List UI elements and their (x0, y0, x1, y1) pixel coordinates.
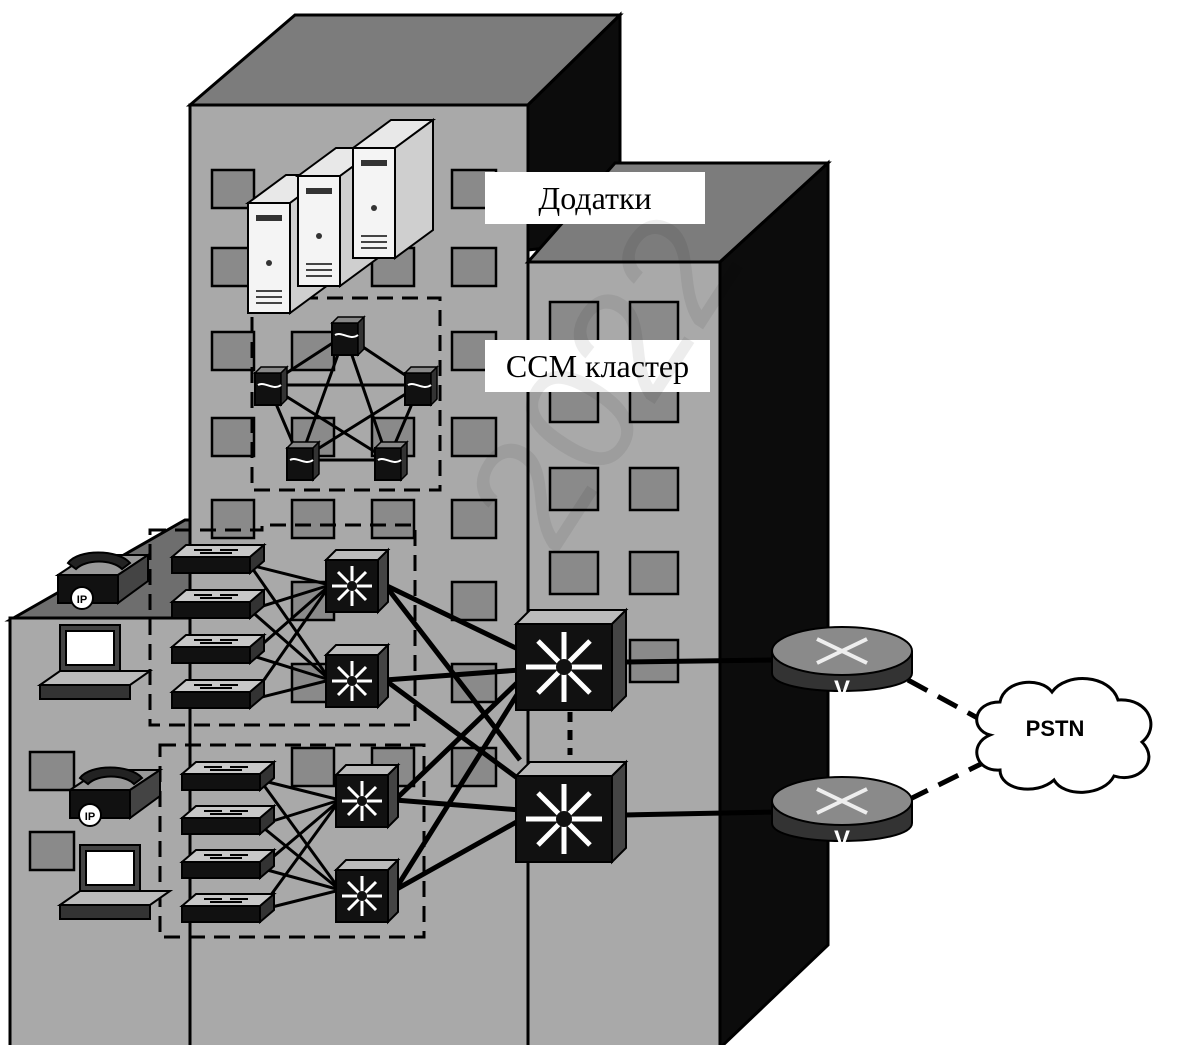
core-multilayer-switch-icon (516, 762, 626, 862)
multilayer-switch-icon (336, 765, 398, 827)
router-badge: V (834, 826, 850, 853)
workgroup-switch-icon (172, 545, 264, 573)
applications-label: Додатки (485, 172, 705, 224)
workgroup-switch-icon (182, 850, 274, 878)
workgroup-switch-icon (182, 806, 274, 834)
ip-badge: IP (85, 811, 95, 823)
call-manager-server-icon (255, 367, 287, 405)
call-manager-server-icon (332, 317, 364, 355)
core-multilayer-switch-icon (516, 610, 626, 710)
workgroup-switch-icon (182, 894, 274, 922)
server-tower-icon (353, 120, 433, 258)
workgroup-switch-icon (172, 680, 264, 708)
multilayer-switch-icon (326, 645, 388, 707)
router-badge: V (834, 676, 850, 703)
call-manager-server-icon (287, 442, 319, 480)
workgroup-switch-icon (172, 590, 264, 618)
pstn-label: PSTN (1000, 718, 1110, 740)
multilayer-switch-icon (326, 550, 388, 612)
multilayer-switch-icon (336, 860, 398, 922)
ip-badge: IP (77, 594, 87, 606)
workgroup-switch-icon (182, 762, 274, 790)
ccm-cluster-label: CCM кластер (485, 340, 710, 392)
call-manager-server-icon (375, 442, 407, 480)
pstn-links (908, 680, 985, 800)
call-manager-server-icon (405, 367, 437, 405)
workgroup-switch-icon (172, 635, 264, 663)
